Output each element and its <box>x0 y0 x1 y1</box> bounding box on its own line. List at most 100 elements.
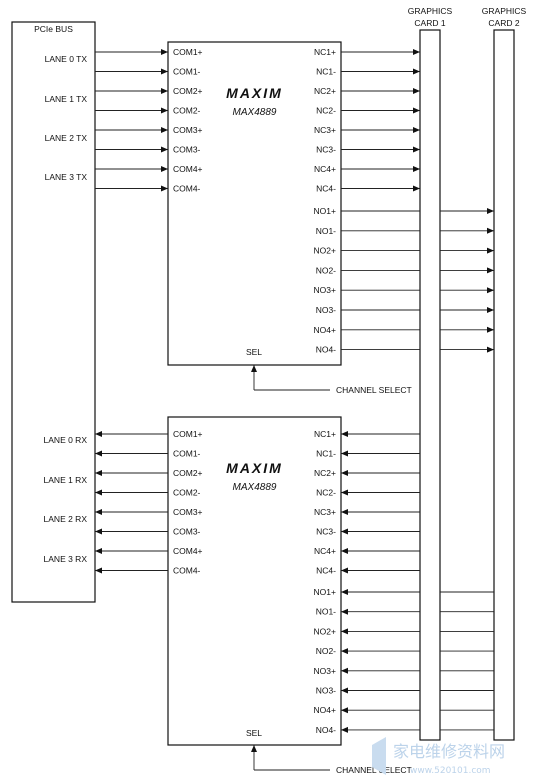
no-arrow <box>341 687 348 694</box>
rx-lane-label: LANE 3 RX <box>44 554 88 564</box>
no-arrow <box>341 726 348 733</box>
nc-arrow <box>341 489 348 496</box>
com-pin-label: COM4- <box>173 566 201 576</box>
nc-pin-label: NC2+ <box>314 468 336 478</box>
no-pin-label: NO4- <box>316 725 336 735</box>
watermark-text: 家电维修资料网 <box>393 742 505 761</box>
com-arrow <box>95 567 102 574</box>
no-pin-label: NO3- <box>316 305 336 315</box>
nc-pin-label: NC3- <box>316 145 336 155</box>
com-arrow <box>161 49 168 55</box>
part-number-bottom: MAX4889 <box>233 482 277 493</box>
nc-arrow <box>413 127 420 133</box>
com-pin-label: COM4- <box>173 184 201 194</box>
nc-pin-label: NC4- <box>316 566 336 576</box>
no-arrow <box>341 648 348 655</box>
nc-arrow <box>413 166 420 172</box>
nc-pin-label: NC3+ <box>314 125 336 135</box>
nc-arrow <box>413 185 420 192</box>
com-pin-label: COM3- <box>173 527 201 537</box>
com-pin-label: COM4+ <box>173 164 203 174</box>
sel-arrow <box>251 745 257 752</box>
tx-lane-label: LANE 0 TX <box>45 54 88 64</box>
no-pin-label: NO1+ <box>314 587 336 597</box>
no-pin-label: NO2- <box>316 646 336 656</box>
graphics-card-1-label-line2: CARD 1 <box>414 18 445 28</box>
nc-arrow <box>341 431 348 437</box>
max4889-chip-top <box>167 41 342 366</box>
no-arrow <box>487 346 494 353</box>
no-pin-label: NO1+ <box>314 206 336 216</box>
com-arrow <box>95 431 102 437</box>
com-arrow <box>95 528 102 535</box>
tx-lane-label: LANE 1 TX <box>45 94 88 104</box>
nc-pin-label: NC1- <box>316 449 336 459</box>
sel-arrow <box>251 365 257 372</box>
rx-lane-label: LANE 2 RX <box>44 514 88 524</box>
nc-pin-label: NC4+ <box>314 546 336 556</box>
no-pin-label: NO4- <box>316 345 336 355</box>
nc-arrow <box>413 88 420 94</box>
nc-pin-label: NC3- <box>316 527 336 537</box>
no-pin-label: NO2- <box>316 265 336 275</box>
no-pin-label: NO4+ <box>314 325 336 335</box>
no-pin-label: NO3- <box>316 686 336 696</box>
com-arrow <box>161 166 168 172</box>
no-arrow <box>487 247 494 254</box>
pcie-bus-box <box>11 21 96 603</box>
nc-arrow <box>413 146 420 153</box>
com-pin-label: COM3+ <box>173 507 203 517</box>
com-arrow <box>95 450 102 457</box>
no-pin-label: NO3+ <box>314 285 336 295</box>
watermark-url: www.520101.com <box>410 766 491 776</box>
nc-arrow <box>341 450 348 457</box>
nc-arrow <box>413 107 420 114</box>
nc-pin-label: NC1- <box>316 67 336 77</box>
nc-pin-label: NC1+ <box>314 429 336 439</box>
com-arrow <box>95 470 102 476</box>
sel-pin-label: SEL <box>246 347 262 357</box>
nc-pin-label: NC1+ <box>314 47 336 57</box>
no-arrow <box>341 667 348 674</box>
maxim-logo-top: MAXIM <box>226 85 283 101</box>
no-arrow <box>341 589 348 595</box>
no-pin-label: NO3+ <box>314 666 336 676</box>
com-pin-label: COM3+ <box>173 125 203 135</box>
graphics-card-2-bar <box>493 29 515 741</box>
nc-arrow <box>341 509 348 515</box>
com-arrow <box>161 146 168 153</box>
watermark-logo-icon <box>372 737 386 775</box>
nc-pin-label: NC2- <box>316 106 336 116</box>
nc-pin-label: NC2+ <box>314 86 336 96</box>
no-arrow <box>341 608 348 615</box>
no-pin-label: NO1- <box>316 226 336 236</box>
no-arrow <box>341 707 348 714</box>
nc-pin-label: NC4+ <box>314 164 336 174</box>
com-arrow <box>161 127 168 133</box>
channel-select-label: CHANNEL SELECT <box>336 385 412 395</box>
no-arrow <box>341 628 348 635</box>
graphics-card-2-label-line2: CARD 2 <box>488 18 519 28</box>
nc-arrow <box>341 528 348 535</box>
com-arrow <box>95 489 102 496</box>
sel-pin-label: SEL <box>246 728 262 738</box>
com-pin-label: COM2+ <box>173 86 203 96</box>
no-pin-label: NO1- <box>316 607 336 617</box>
nc-arrow <box>413 68 420 75</box>
nc-arrow <box>413 49 420 55</box>
nc-pin-label: NC4- <box>316 184 336 194</box>
com-pin-label: COM1+ <box>173 429 203 439</box>
com-arrow <box>161 88 168 94</box>
com-pin-label: COM2- <box>173 488 201 498</box>
no-arrow <box>487 227 494 234</box>
nc-pin-label: NC2- <box>316 488 336 498</box>
graphics-card-1-label-line1: GRAPHICS <box>408 6 453 16</box>
nc-arrow <box>341 548 348 554</box>
com-pin-label: COM3- <box>173 145 201 155</box>
com-pin-label: COM2- <box>173 106 201 116</box>
nc-arrow <box>341 567 348 574</box>
channel-select-label: CHANNEL SELECT <box>336 765 412 775</box>
com-arrow <box>161 107 168 114</box>
watermark: 家电维修资料网 www.520101.com <box>372 737 505 776</box>
